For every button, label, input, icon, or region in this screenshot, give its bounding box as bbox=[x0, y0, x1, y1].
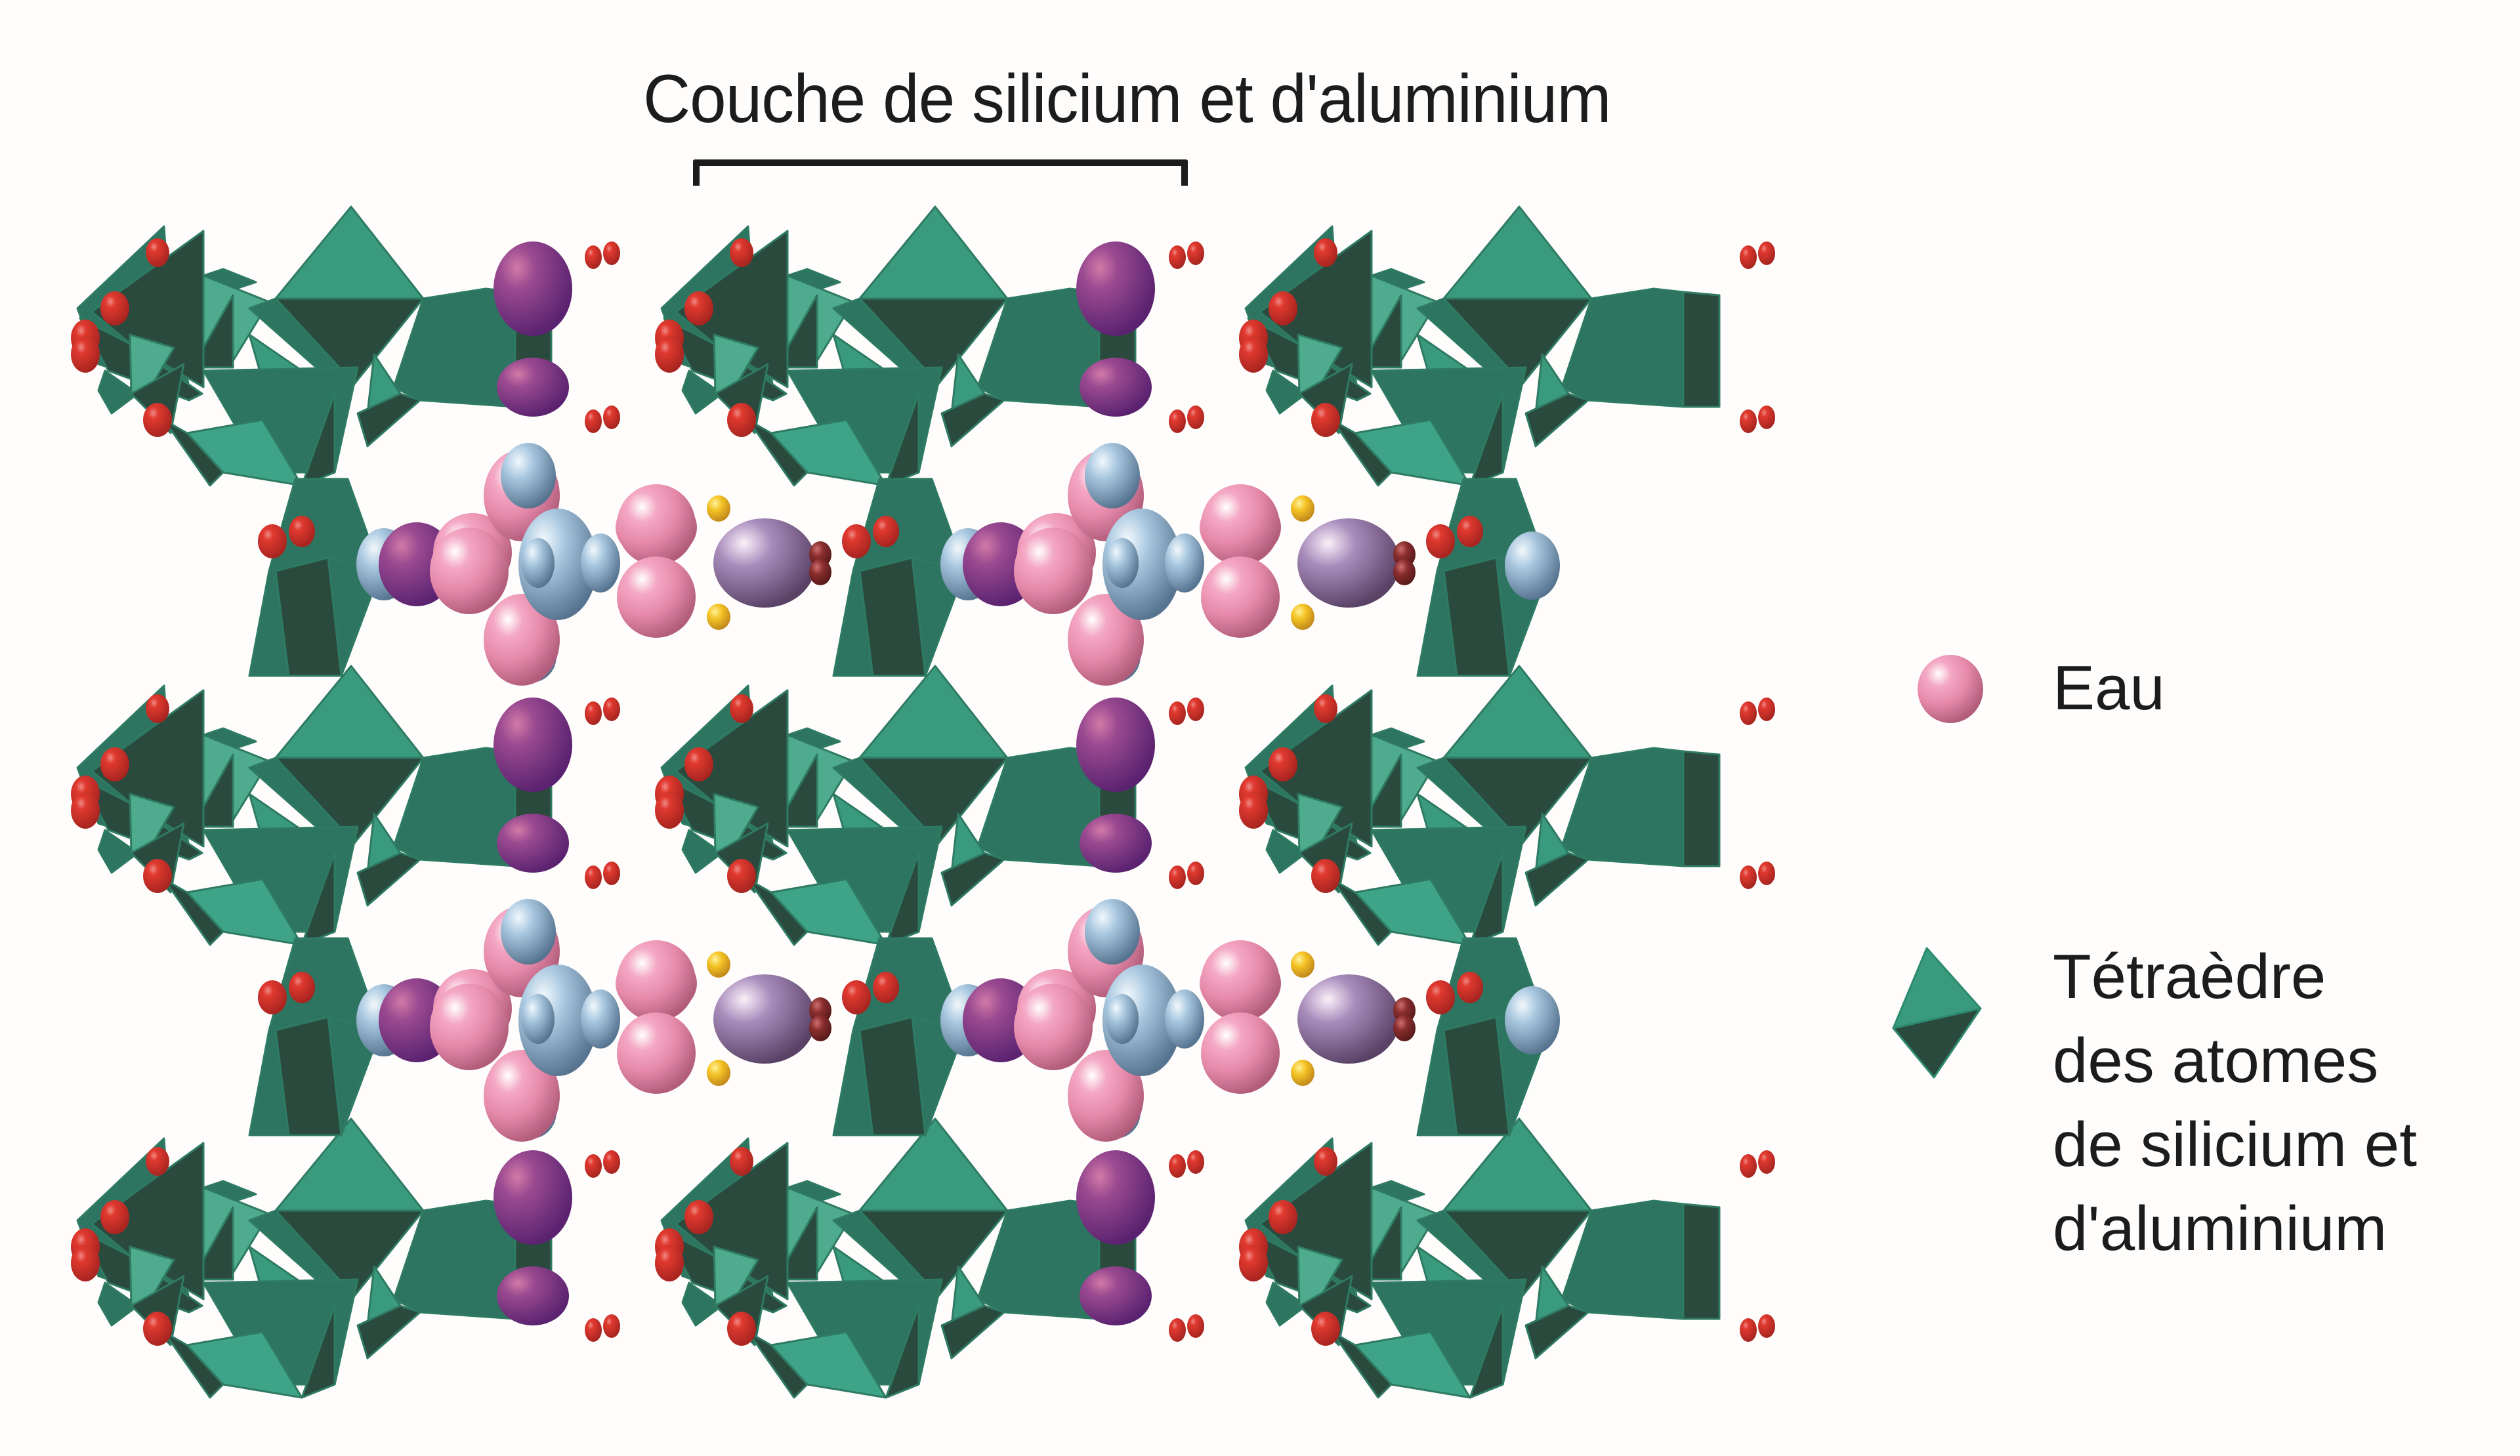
pink-sphere-icon bbox=[1918, 655, 1983, 723]
legend-icons bbox=[1892, 655, 1983, 1079]
framework-layer bbox=[76, 205, 1721, 1399]
legend-label-tetrahedron: Tétraèdre des atomes de silicium et d'al… bbox=[2053, 935, 2417, 1271]
green-tetrahedron-icon bbox=[1892, 947, 1982, 1079]
channel-contents bbox=[940, 899, 1416, 1142]
legend-line: de silicium et bbox=[2053, 1110, 2417, 1180]
legend-line: des atomes bbox=[2053, 1026, 2379, 1096]
channel-layer bbox=[356, 443, 1560, 1142]
layer-bracket bbox=[693, 159, 1188, 186]
channel-contents bbox=[940, 443, 1416, 686]
legend-label-water: Eau bbox=[2053, 653, 2165, 723]
figure-title: Couche de silicium et d'aluminium bbox=[643, 61, 1612, 137]
channel-contents bbox=[356, 443, 831, 686]
legend-line: d'aluminium bbox=[2053, 1194, 2387, 1264]
legend-line: Tétraèdre bbox=[2053, 942, 2326, 1012]
channel-contents bbox=[356, 899, 831, 1142]
atoms-layer bbox=[71, 238, 1775, 1346]
